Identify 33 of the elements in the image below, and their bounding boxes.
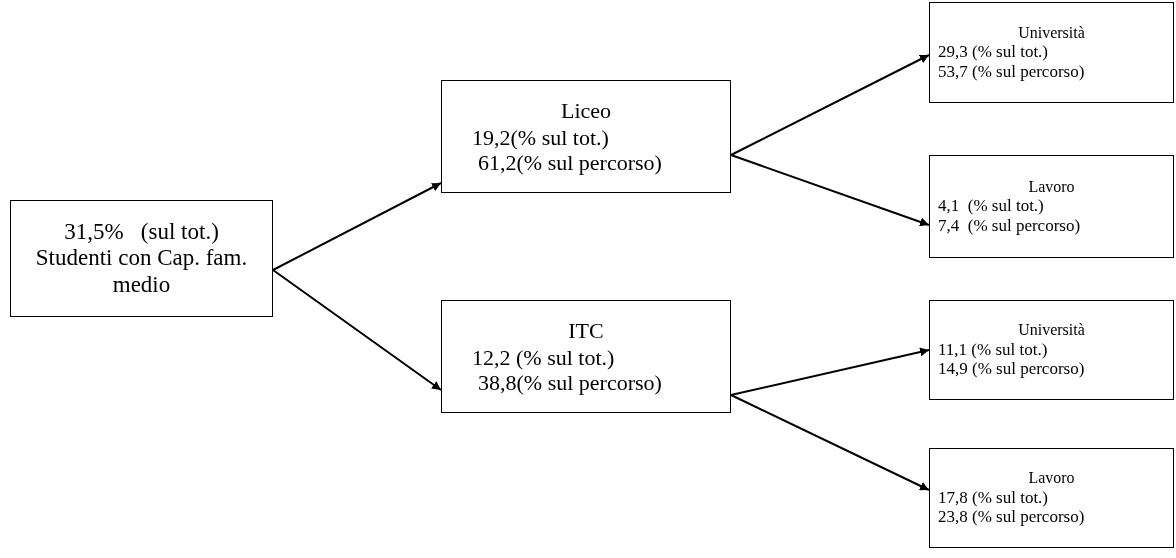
node-text: 4,1 (% sul tot.) <box>937 196 1045 216</box>
node-text: Studenti con Cap. fam. medio <box>34 245 249 299</box>
node-text: 12,2 (% sul tot.) <box>471 344 616 371</box>
node-heading: Università <box>1017 23 1086 43</box>
arrow <box>730 347 930 396</box>
node-text: 17,8 (% sul tot.) <box>937 487 1050 508</box>
node-heading: Lavoro <box>1027 469 1076 488</box>
arrow <box>730 394 930 491</box>
node-text: 61,2(% sul percorso) <box>477 150 663 176</box>
node-text: 14,9 (% sul percorso) <box>937 359 1086 379</box>
arrow <box>272 182 442 271</box>
text-box <box>929 155 1174 258</box>
text-box <box>441 300 731 413</box>
arrow <box>730 154 930 227</box>
node-text: 38,8(% sul percorso) <box>477 370 663 396</box>
node-text: 11,1 (% sul tot.) <box>937 339 1049 360</box>
node-text: 29,3 (% sul tot.) <box>937 42 1050 62</box>
node-heading: Università <box>1017 321 1086 340</box>
text-box <box>929 300 1174 400</box>
node-text: 7,4 (% sul percorso) <box>937 215 1082 236</box>
node-heading: ITC <box>567 317 605 343</box>
node-heading: Lavoro <box>1027 177 1076 197</box>
text-box <box>929 2 1174 103</box>
node-heading: 31,5% (sul tot.) <box>63 218 220 246</box>
node-text: 19,2(% sul tot.) <box>471 124 610 151</box>
node-heading: Liceo <box>559 97 613 123</box>
node-text: 53,7 (% sul percorso) <box>937 61 1086 82</box>
text-box <box>929 448 1174 548</box>
text-box <box>10 200 273 317</box>
arrow <box>272 269 442 391</box>
node-text: 23,8 (% sul percorso) <box>937 507 1086 527</box>
text-box <box>441 80 731 193</box>
arrow <box>730 54 930 156</box>
